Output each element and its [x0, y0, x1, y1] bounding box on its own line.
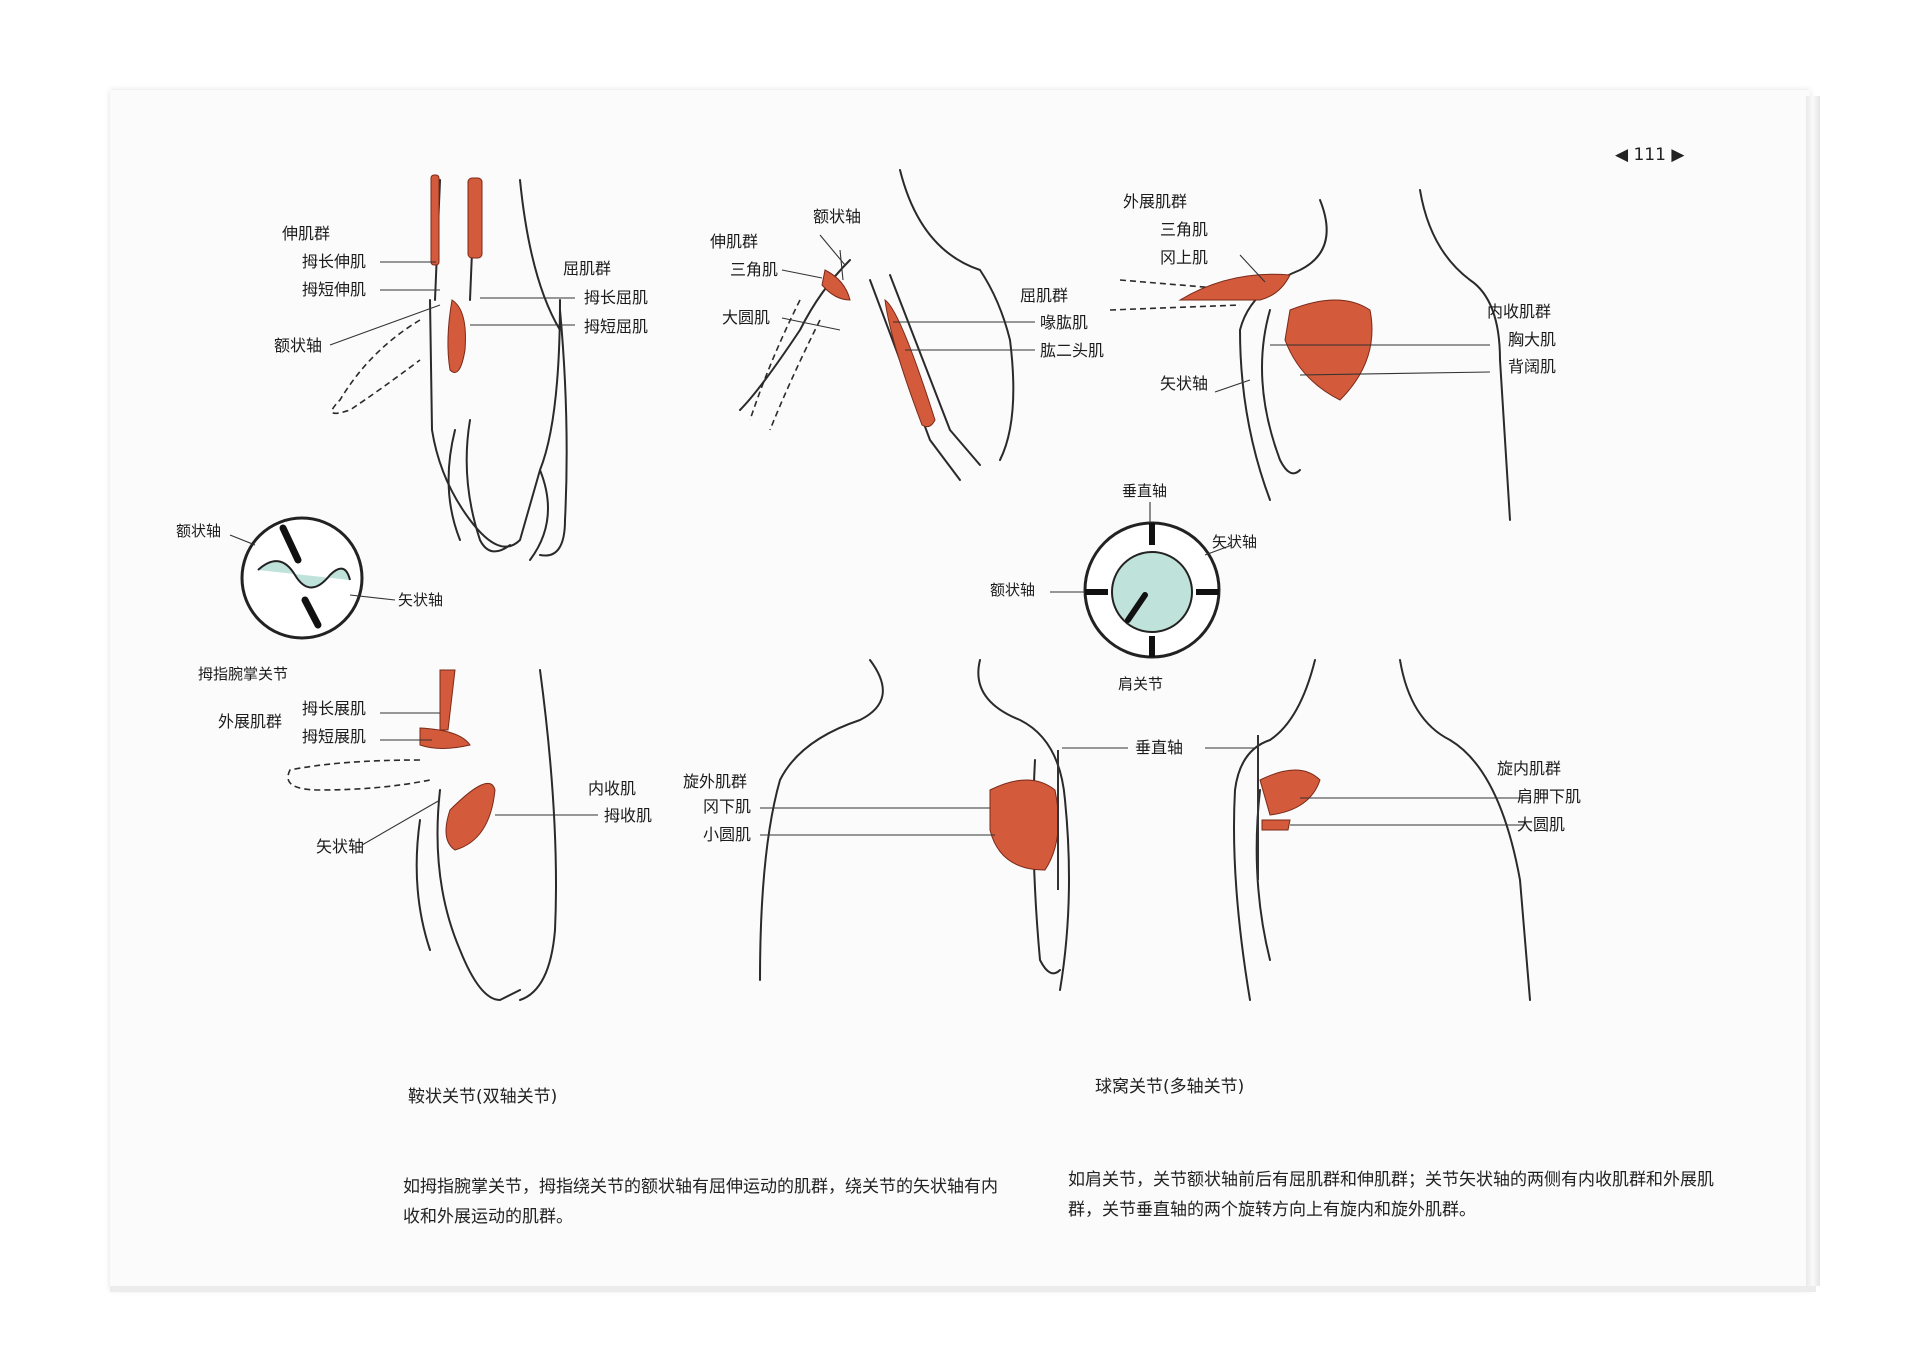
label-frontal-axis: 额状轴	[274, 336, 323, 355]
label-shoulder-deltoid: 三角肌	[1160, 220, 1209, 239]
label-flex-pollicis-longus: 拇长屈肌	[584, 288, 649, 307]
label-rotation-vertical-axis: 垂直轴	[1135, 738, 1184, 757]
label-adductor-pollicis: 拇收肌	[604, 806, 653, 825]
label-subscapularis: 肩胛下肌	[1517, 787, 1582, 806]
label-deltoid: 三角肌	[730, 260, 779, 279]
label-lateral-rotator-group: 旋外肌群	[683, 772, 748, 791]
thumb-joint-diagram	[229, 516, 396, 640]
shoulder-rotation-back-illustration	[759, 659, 1128, 991]
label-teres-minor: 小圆肌	[703, 825, 752, 844]
thumb-flexion-illustration	[329, 174, 575, 561]
paragraph-saddle-joint: 如拇指腕掌关节，拇指绕关节的额状轴有屈伸运动的肌群，绕关节的矢状轴有内收和外展运…	[403, 1177, 998, 1227]
label-supraspinatus: 冈上肌	[1160, 248, 1209, 267]
page-edge	[1806, 96, 1820, 1286]
label-sj-vertical-axis: 垂直轴	[1122, 482, 1168, 500]
label-ext-pollicis-brevis: 拇短伸肌	[302, 280, 367, 299]
label-abd-pollicis-longus: 拇长展肌	[302, 699, 367, 718]
label-biceps: 肱二头肌	[1040, 341, 1105, 360]
triangle-left-icon: ◀	[1615, 145, 1634, 165]
label-shoulder-flexor-group: 屈肌群	[1020, 286, 1069, 305]
label-extensor-group: 伸肌群	[282, 224, 331, 243]
label-sj-sagittal-axis: 矢状轴	[1212, 533, 1258, 551]
paragraph-ball-joint: 如肩关节，关节额状轴前后有屈肌群和伸肌群；关节矢状轴的两侧有内收肌群和外展肌群，…	[1068, 1170, 1714, 1220]
shoulder-rotation-front-illustration	[1205, 659, 1531, 1001]
label-joint-frontal-axis: 额状轴	[176, 522, 222, 540]
label-shoulder-joint: 肩关节	[1118, 675, 1164, 693]
label-shoulder-abductor-group: 外展肌群	[1123, 192, 1188, 211]
label-joint-sagittal-axis: 矢状轴	[398, 591, 444, 609]
label-abductor-group: 外展肌群	[218, 712, 283, 731]
caption-saddle-joint: 鞍状关节(双轴关节)	[408, 1087, 558, 1107]
label-rotation-teres-major: 大圆肌	[1517, 815, 1566, 834]
label-adductor: 内收肌	[588, 779, 637, 798]
page-edge-bottom	[110, 1286, 1816, 1292]
label-latissimus: 背阔肌	[1508, 357, 1557, 376]
label-medial-rotator-group: 旋内肌群	[1497, 759, 1562, 778]
thumb-abduction-illustration	[287, 669, 598, 1001]
caption-ball-joint: 球窝关节(多轴关节)	[1095, 1077, 1245, 1097]
label-ext-pollicis-longus: 拇长伸肌	[302, 252, 367, 271]
label-sj-frontal-axis: 额状轴	[990, 581, 1036, 599]
label-thumb-cmc-joint: 拇指腕掌关节	[198, 665, 289, 683]
page-number: ◀ 111 ▶	[1615, 145, 1684, 165]
shoulder-joint-diagram	[1050, 502, 1233, 659]
triangle-right-icon: ▶	[1665, 145, 1685, 165]
shoulder-flexion-illustration	[739, 169, 1035, 481]
label-shoulder-frontal-axis: 额状轴	[813, 207, 862, 226]
page-number-text: 111	[1633, 145, 1666, 165]
label-shoulder-extensor-group: 伸肌群	[710, 232, 759, 251]
label-infraspinatus: 冈下肌	[703, 797, 752, 816]
label-coracobrachialis: 喙肱肌	[1040, 313, 1089, 332]
label-shoulder-adductor-group: 内收肌群	[1487, 302, 1552, 321]
label-flexor-group: 屈肌群	[563, 259, 612, 278]
label-abd-pollicis-brevis: 拇短展肌	[302, 727, 367, 746]
label-flex-pollicis-brevis: 拇短屈肌	[584, 317, 649, 336]
label-teres-major: 大圆肌	[722, 308, 771, 327]
label-pectoralis-major: 胸大肌	[1508, 330, 1557, 349]
label-sagittal-axis: 矢状轴	[316, 837, 365, 856]
shoulder-abduction-illustration	[1109, 189, 1511, 521]
label-shoulder-sagittal-axis: 矢状轴	[1160, 374, 1209, 393]
